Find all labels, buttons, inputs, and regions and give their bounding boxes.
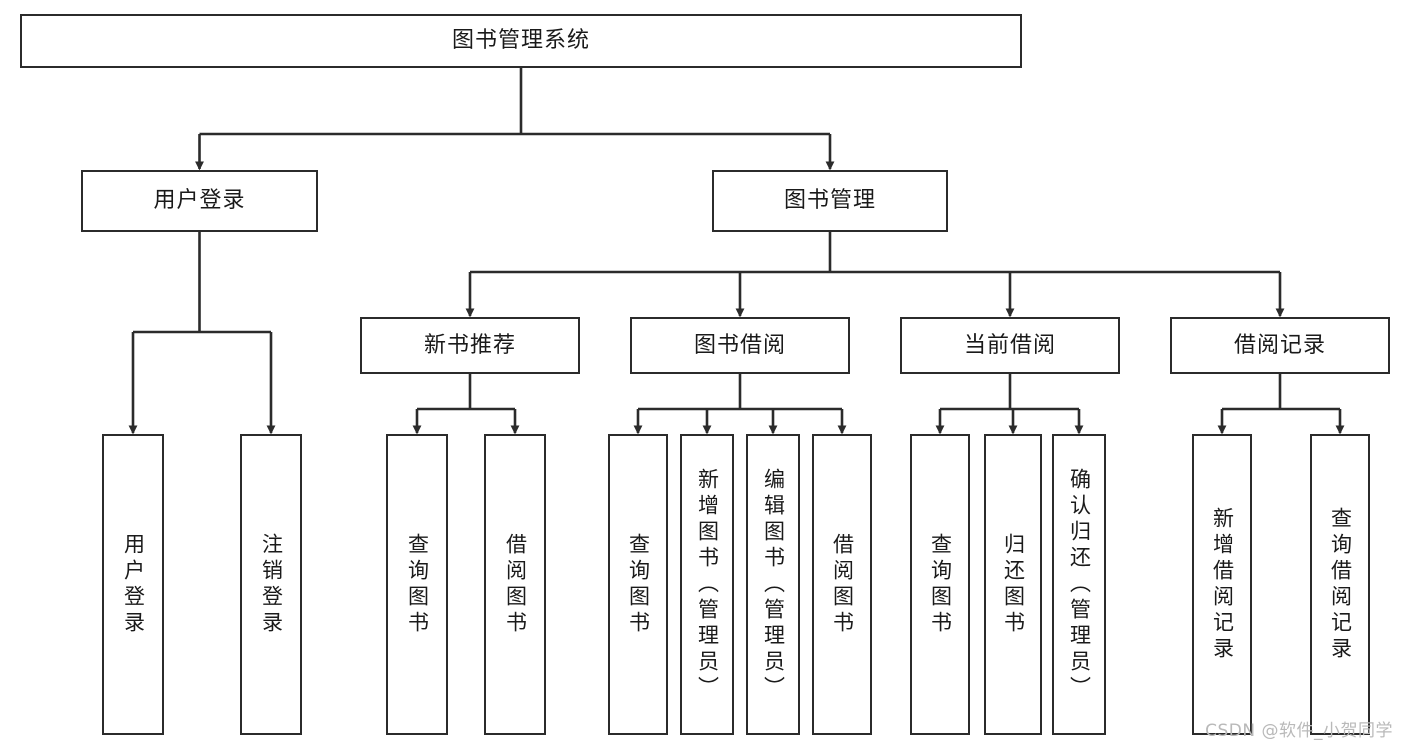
node-label-leaf-edit-book: 编辑图书（管理员） <box>761 467 786 702</box>
node-leaf-add-book[interactable]: 新增图书（管理员） <box>680 434 734 735</box>
node-leaf-borrow-book-1[interactable]: 借阅图书 <box>484 434 546 735</box>
node-label-leaf-add-book: 新增图书（管理员） <box>695 467 720 702</box>
node-leaf-logout[interactable]: 注销登录 <box>240 434 302 735</box>
node-label-leaf-confirm-return: 确认归还（管理员） <box>1067 467 1092 702</box>
node-leaf-user-login[interactable]: 用户登录 <box>102 434 164 735</box>
node-leaf-add-record[interactable]: 新增借阅记录 <box>1192 434 1252 735</box>
node-label-leaf-user-login: 用户登录 <box>121 532 146 637</box>
node-label-new-book-rec: 新书推荐 <box>423 332 516 358</box>
node-label-current-borrow: 当前借阅 <box>963 332 1056 358</box>
node-label-borrow-record: 借阅记录 <box>1233 332 1326 358</box>
node-label-leaf-logout: 注销登录 <box>259 532 284 637</box>
node-user-login[interactable]: 用户登录 <box>81 170 318 232</box>
node-book-manage[interactable]: 图书管理 <box>712 170 948 232</box>
node-label-leaf-add-record: 新增借阅记录 <box>1210 506 1235 663</box>
node-label-leaf-query-book-2: 查询图书 <box>626 532 651 637</box>
node-leaf-query-book-1[interactable]: 查询图书 <box>386 434 448 735</box>
node-leaf-edit-book[interactable]: 编辑图书（管理员） <box>746 434 800 735</box>
node-book-borrow[interactable]: 图书借阅 <box>630 317 850 374</box>
node-leaf-borrow-book-2[interactable]: 借阅图书 <box>812 434 872 735</box>
node-leaf-query-book-3[interactable]: 查询图书 <box>910 434 970 735</box>
node-leaf-confirm-return[interactable]: 确认归还（管理员） <box>1052 434 1106 735</box>
node-leaf-query-book-2[interactable]: 查询图书 <box>608 434 668 735</box>
node-label-leaf-query-book-3: 查询图书 <box>928 532 953 637</box>
node-label-book-borrow: 图书借阅 <box>693 332 786 358</box>
connector-edges <box>128 68 1345 435</box>
node-label-root: 图书管理系统 <box>451 28 590 54</box>
node-root[interactable]: 图书管理系统 <box>20 14 1022 68</box>
node-label-leaf-query-record: 查询借阅记录 <box>1328 506 1353 663</box>
node-label-user-login: 用户登录 <box>153 188 246 214</box>
node-label-leaf-borrow-book-1: 借阅图书 <box>503 532 528 637</box>
node-label-leaf-borrow-book-2: 借阅图书 <box>830 532 855 637</box>
node-label-leaf-query-book-1: 查询图书 <box>405 532 430 637</box>
node-borrow-record[interactable]: 借阅记录 <box>1170 317 1390 374</box>
node-label-book-manage: 图书管理 <box>783 188 876 214</box>
node-label-leaf-return-book: 归还图书 <box>1001 532 1026 637</box>
node-new-book-rec[interactable]: 新书推荐 <box>360 317 580 374</box>
node-leaf-return-book[interactable]: 归还图书 <box>984 434 1042 735</box>
node-current-borrow[interactable]: 当前借阅 <box>900 317 1120 374</box>
node-leaf-query-record[interactable]: 查询借阅记录 <box>1310 434 1370 735</box>
